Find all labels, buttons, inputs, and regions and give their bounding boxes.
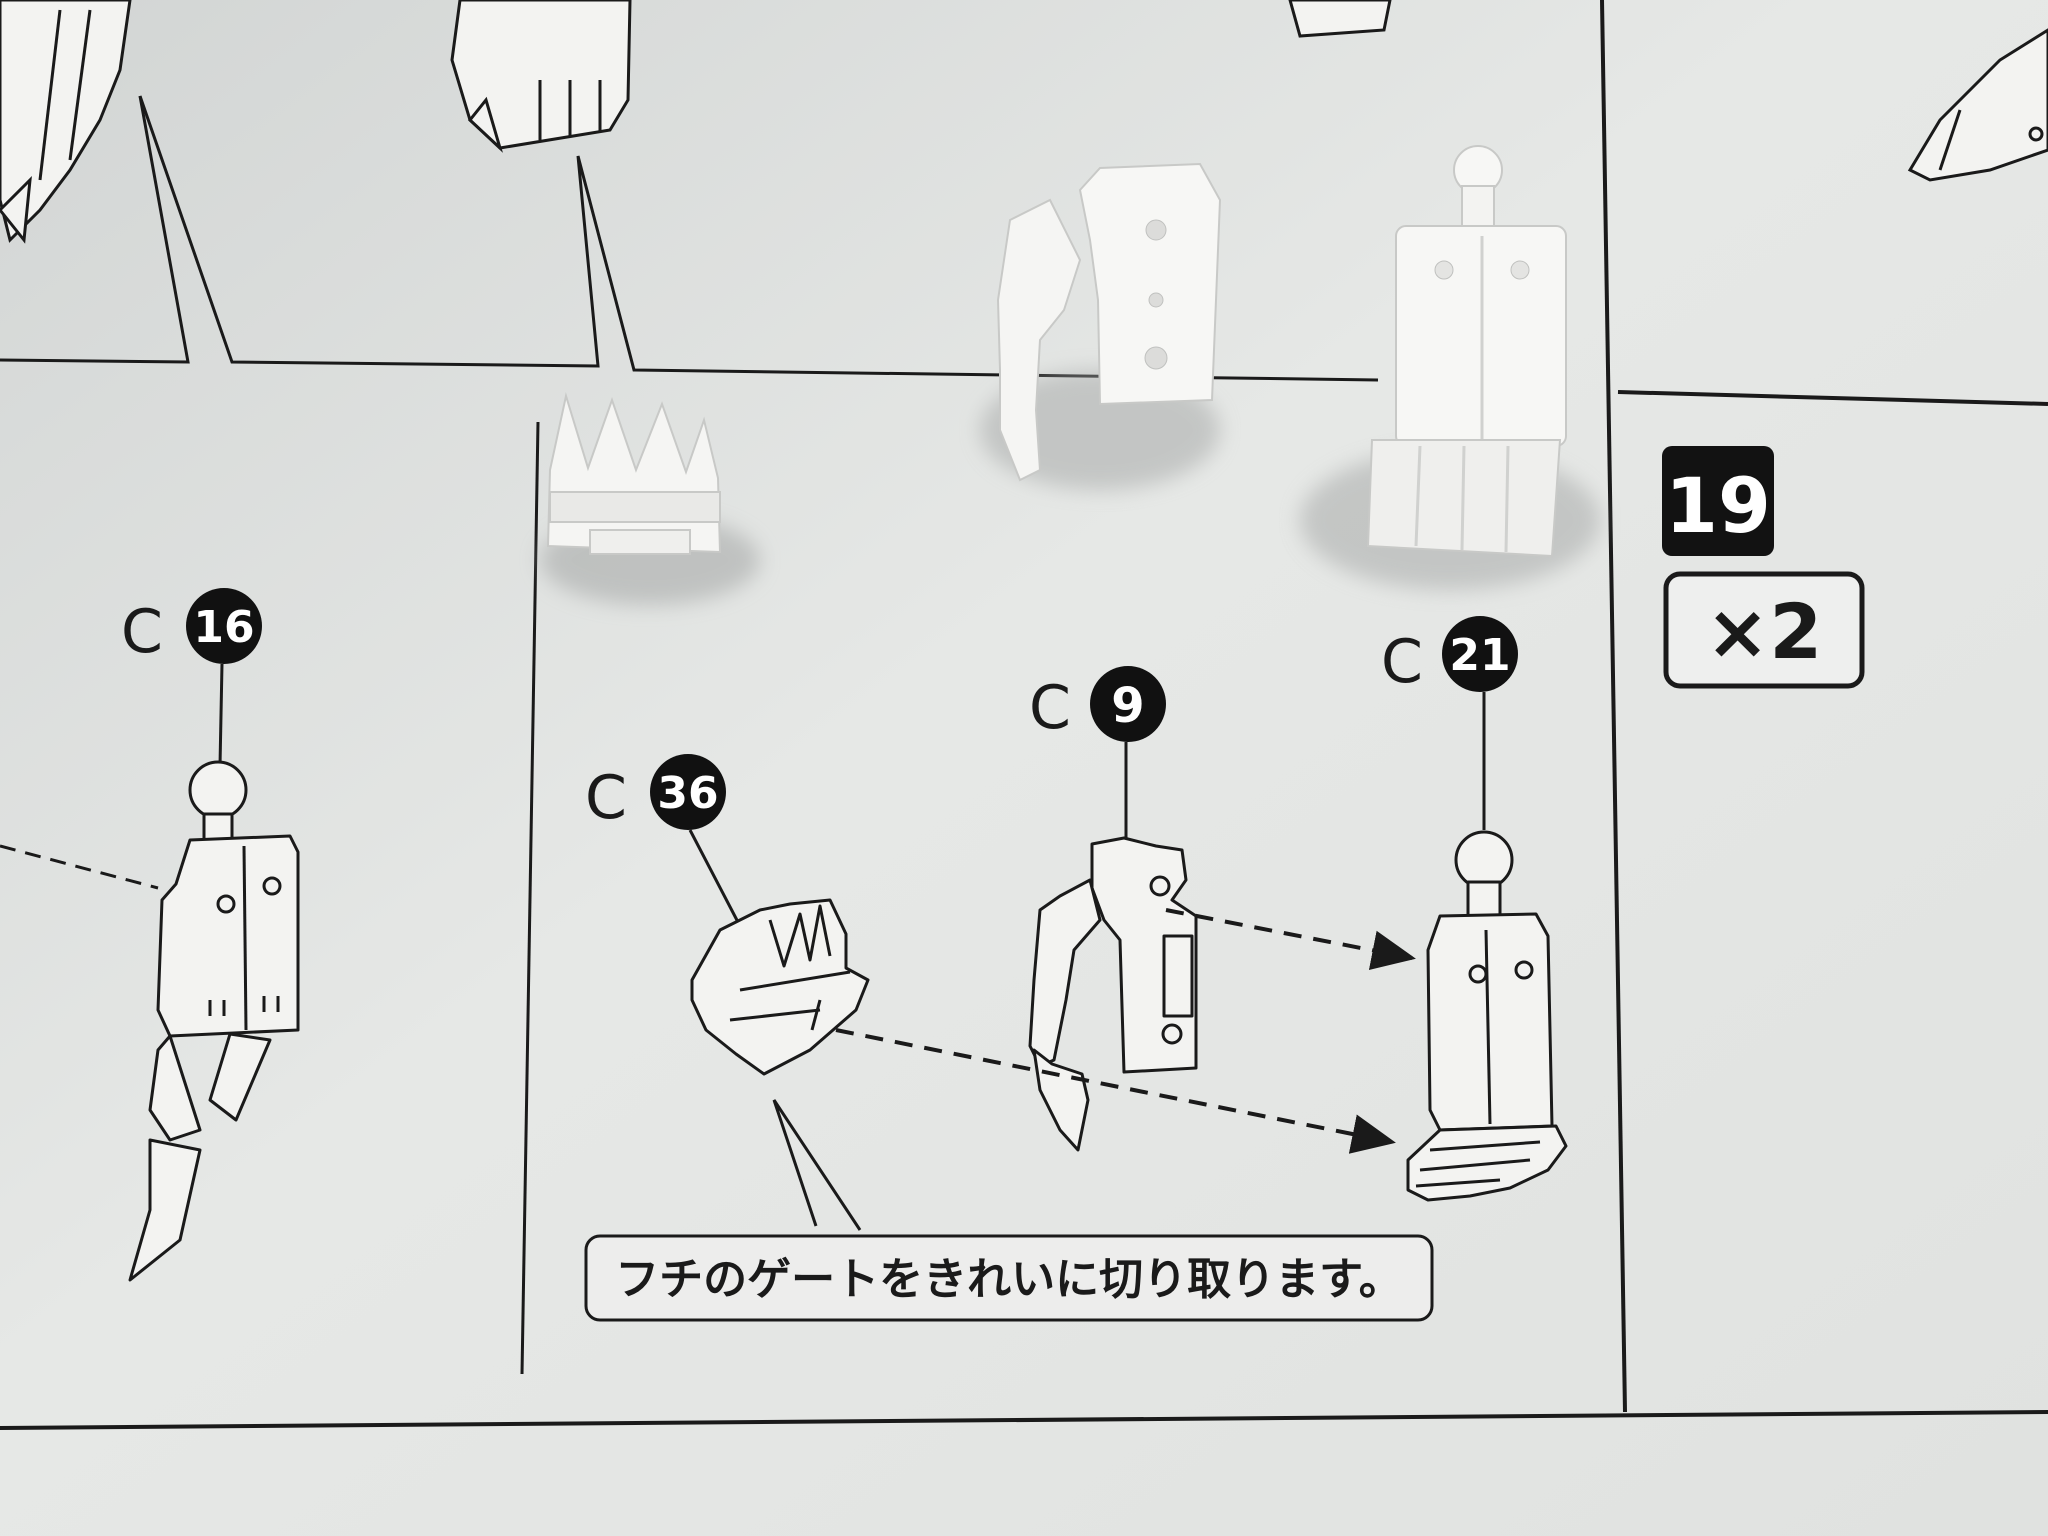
quantity-text: ×2 bbox=[1706, 587, 1823, 676]
plastic-part-finger bbox=[980, 162, 1222, 490]
instruction-note-text: フチのゲートをきれいに切り取ります。 bbox=[615, 1254, 1403, 1305]
part-label-c21-number: 21 bbox=[1449, 630, 1510, 681]
part-label-c36: C 36 bbox=[585, 754, 742, 927]
panel-frame-lines bbox=[0, 0, 2048, 1430]
part-label-c16-number: 16 bbox=[193, 602, 254, 653]
part-label-c21-letter: C bbox=[1381, 627, 1423, 697]
part-label-c9: C 9 bbox=[1029, 666, 1166, 844]
part-label-c16: C 16 bbox=[121, 588, 262, 767]
step-number-badge bbox=[1662, 446, 1774, 556]
next-step-drawing bbox=[1907, 28, 2048, 182]
part-label-c36-letter: C bbox=[585, 763, 627, 833]
part-number-c36-badge bbox=[650, 754, 726, 830]
instruction-note: フチのゲートをきれいに切り取ります。 bbox=[584, 1234, 1434, 1322]
assembly-arrows bbox=[835, 908, 1416, 1154]
part-number-c21-badge bbox=[1442, 616, 1518, 692]
claw-drawing-top-left bbox=[0, 0, 132, 244]
part-number-c9-badge bbox=[1090, 666, 1166, 742]
part-label-c16-letter: C bbox=[121, 597, 163, 667]
drawing-c21 bbox=[1406, 830, 1568, 1202]
plastic-part-spikes bbox=[540, 392, 760, 605]
drawing-c36 bbox=[690, 898, 870, 1076]
drawing-top-cropped bbox=[1288, 0, 1392, 38]
part-label-c9-number: 9 bbox=[1111, 678, 1144, 734]
part-label-c36-number: 36 bbox=[657, 768, 718, 819]
part-label-c9-letter: C bbox=[1029, 673, 1071, 743]
note-leader-lines bbox=[772, 1099, 862, 1231]
instruction-note-box bbox=[584, 1234, 1434, 1322]
drawing-c9 bbox=[1028, 836, 1198, 1152]
claw-drawing-top-center bbox=[450, 0, 632, 153]
drawing-c16-assembled bbox=[0, 760, 300, 1282]
quantity-box: ×2 bbox=[1663, 571, 1865, 689]
part-number-c16-badge bbox=[186, 588, 262, 664]
step-number-text: 19 bbox=[1665, 461, 1771, 550]
part-label-c21: C 21 bbox=[1381, 616, 1518, 830]
plastic-part-claw-body bbox=[1300, 145, 1600, 590]
step-number: 19 bbox=[1662, 446, 1774, 556]
